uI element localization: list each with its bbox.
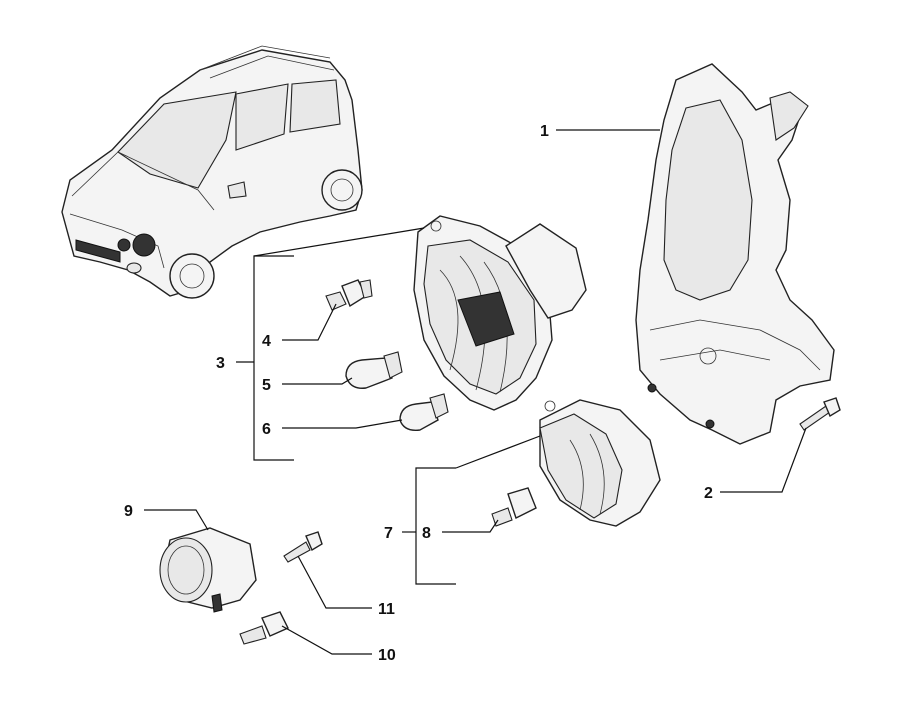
- callout-4: 4: [262, 333, 271, 350]
- part-5-bulb: [345, 351, 403, 389]
- leader-4: [282, 303, 337, 341]
- part-4-bulb: [325, 279, 373, 311]
- leader-lines: [144, 129, 807, 655]
- leader-11: [297, 555, 372, 609]
- callout-5: 5: [262, 377, 271, 394]
- vehicle-illustration: [61, 45, 363, 299]
- part-1-headlamp-bracket: [635, 63, 835, 445]
- part-10-bulb: [239, 611, 289, 645]
- part-8-bulb: [491, 487, 537, 527]
- leader-9: [144, 509, 209, 531]
- part-9-fog-lamp: [159, 527, 257, 613]
- callout-6: 6: [262, 421, 271, 438]
- leader-7-link: [455, 435, 541, 469]
- callout-1: 1: [540, 123, 549, 140]
- callout-7: 7: [384, 525, 393, 542]
- callout-11: 11: [378, 601, 395, 618]
- part-11-screw: [283, 531, 323, 563]
- bracket-7: [415, 467, 456, 585]
- callout-9: 9: [124, 503, 133, 520]
- callout-10: 10: [378, 647, 396, 664]
- callout-2: 2: [704, 485, 713, 502]
- leader-2: [720, 427, 807, 493]
- leader-3-link: [253, 227, 425, 257]
- part-6-bulb: [399, 393, 449, 431]
- leader-6: [282, 419, 403, 429]
- part-3-headlamp-unit: [413, 215, 587, 411]
- part-7-aux-lamp: [539, 399, 661, 527]
- callout-labels: 1 2 3 4 5 6 7 8 9 10 11: [124, 123, 713, 664]
- leader-10: [281, 625, 372, 655]
- callout-3: 3: [216, 355, 225, 372]
- callout-8: 8: [422, 525, 431, 542]
- part-2-screw: [799, 397, 841, 431]
- bracket-3: [253, 255, 294, 461]
- leader-5: [282, 377, 353, 385]
- leader-8: [442, 519, 499, 533]
